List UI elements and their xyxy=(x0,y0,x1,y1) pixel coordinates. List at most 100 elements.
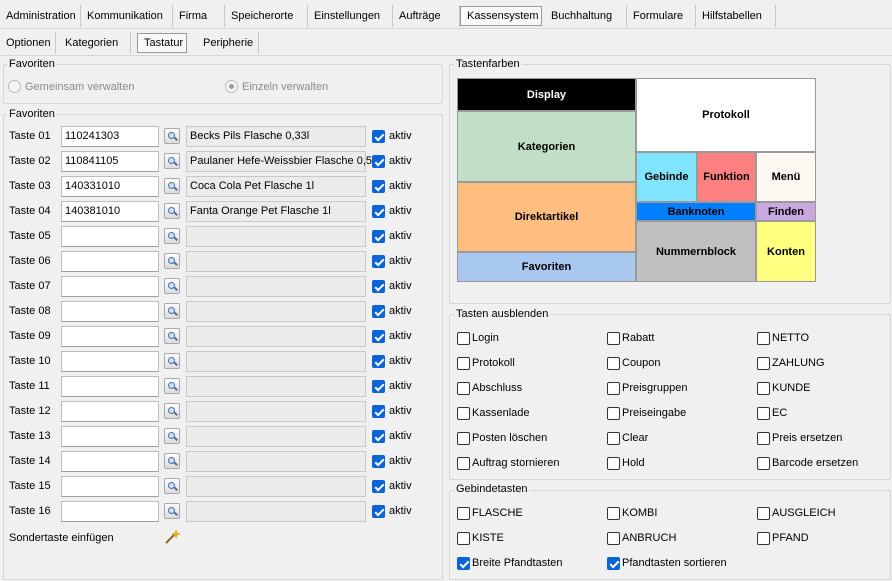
color-key-display[interactable]: Display xyxy=(457,78,636,111)
aktiv-checkbox[interactable] xyxy=(372,380,385,393)
tab-kommunikation[interactable]: Kommunikation xyxy=(81,5,173,27)
color-key-gebinde[interactable]: Gebinde xyxy=(636,152,697,202)
article-search-icon[interactable] xyxy=(164,353,180,369)
article-search-icon[interactable] xyxy=(164,278,180,294)
article-search-icon[interactable] xyxy=(164,128,180,144)
color-key-funktion[interactable]: Funktion xyxy=(697,152,756,202)
checkbox-kunde[interactable] xyxy=(757,382,770,395)
subtab-optionen[interactable]: Optionen xyxy=(0,32,56,54)
checkbox-anbruch[interactable] xyxy=(607,532,620,545)
key-code-input[interactable] xyxy=(61,276,159,297)
key-code-input[interactable]: 140381010 xyxy=(61,201,159,222)
article-search-icon[interactable] xyxy=(164,428,180,444)
checkbox-netto[interactable] xyxy=(757,332,770,345)
key-code-input[interactable] xyxy=(61,351,159,372)
color-key-direktartikel[interactable]: Direktartikel xyxy=(457,182,636,252)
aktiv-checkbox[interactable] xyxy=(372,230,385,243)
key-code-input[interactable] xyxy=(61,476,159,497)
checkbox-kombi[interactable] xyxy=(607,507,620,520)
checkbox-pfandtasten-sortieren[interactable] xyxy=(607,557,620,570)
aktiv-checkbox[interactable] xyxy=(372,205,385,218)
aktiv-checkbox[interactable] xyxy=(372,480,385,493)
key-code-input[interactable] xyxy=(61,426,159,447)
aktiv-checkbox[interactable] xyxy=(372,130,385,143)
checkbox-zahlung[interactable] xyxy=(757,357,770,370)
tab-kassensystem[interactable]: Kassensystem xyxy=(460,6,542,26)
key-code-input[interactable] xyxy=(61,251,159,272)
key-code-input[interactable] xyxy=(61,326,159,347)
checkbox-ausgleich[interactable] xyxy=(757,507,770,520)
color-key-menu[interactable]: Menü xyxy=(756,152,816,202)
subtab-peripherie[interactable]: Peripherie xyxy=(197,32,259,54)
aktiv-checkbox[interactable] xyxy=(372,405,385,418)
key-code-input[interactable] xyxy=(61,501,159,522)
checkbox-kassenlade[interactable] xyxy=(457,407,470,420)
tab-speicherorte[interactable]: Speicherorte xyxy=(225,5,308,27)
checkbox-clear[interactable] xyxy=(607,432,620,445)
color-key-kategorien[interactable]: Kategorien xyxy=(457,111,636,182)
key-code-input[interactable] xyxy=(61,401,159,422)
tab-buchhaltung[interactable]: Buchhaltung xyxy=(545,5,627,27)
key-code-input[interactable] xyxy=(61,301,159,322)
key-code-input[interactable] xyxy=(61,451,159,472)
aktiv-checkbox[interactable] xyxy=(372,455,385,468)
checkbox-rabatt[interactable] xyxy=(607,332,620,345)
subtab-kategorien[interactable]: Kategorien xyxy=(59,32,131,54)
checkbox-ec[interactable] xyxy=(757,407,770,420)
aktiv-checkbox[interactable] xyxy=(372,280,385,293)
checkbox-preis-ersetzen[interactable] xyxy=(757,432,770,445)
tab-auftraege[interactable]: Aufträge xyxy=(393,5,460,27)
aktiv-checkbox[interactable] xyxy=(372,355,385,368)
checkbox-login[interactable] xyxy=(457,332,470,345)
article-search-icon[interactable] xyxy=(164,453,180,469)
tab-administration[interactable]: Administration xyxy=(0,5,81,27)
article-search-icon[interactable] xyxy=(164,203,180,219)
radio-gemeinsam-verwalten[interactable]: Gemeinsam verwalten xyxy=(8,80,134,93)
color-key-protokoll[interactable]: Protokoll xyxy=(636,78,816,152)
key-code-input[interactable]: 110841105 xyxy=(61,151,159,172)
checkbox-flasche[interactable] xyxy=(457,507,470,520)
article-search-icon[interactable] xyxy=(164,153,180,169)
tab-einstellungen[interactable]: Einstellungen xyxy=(308,5,393,27)
magic-wand-icon[interactable] xyxy=(164,529,181,545)
aktiv-checkbox[interactable] xyxy=(372,155,385,168)
checkbox-coupon[interactable] xyxy=(607,357,620,370)
checkbox-preiseingabe[interactable] xyxy=(607,407,620,420)
checkbox-preisgruppen[interactable] xyxy=(607,382,620,395)
aktiv-checkbox[interactable] xyxy=(372,180,385,193)
tab-firma[interactable]: Firma xyxy=(173,5,225,27)
color-key-banknoten[interactable]: Banknoten xyxy=(636,202,756,221)
article-search-icon[interactable] xyxy=(164,228,180,244)
key-code-input[interactable] xyxy=(61,376,159,397)
aktiv-checkbox[interactable] xyxy=(372,305,385,318)
checkbox-protokoll[interactable] xyxy=(457,357,470,370)
article-search-icon[interactable] xyxy=(164,378,180,394)
article-search-icon[interactable] xyxy=(164,403,180,419)
article-search-icon[interactable] xyxy=(164,503,180,519)
radio-einzeln-verwalten[interactable]: Einzeln verwalten xyxy=(225,80,328,93)
article-search-icon[interactable] xyxy=(164,303,180,319)
color-key-nummernblock[interactable]: Nummernblock xyxy=(636,221,756,282)
color-key-konten[interactable]: Konten xyxy=(756,221,816,282)
tab-formulare[interactable]: Formulare xyxy=(627,5,696,27)
article-search-icon[interactable] xyxy=(164,478,180,494)
checkbox-hold[interactable] xyxy=(607,457,620,470)
key-code-input[interactable]: 110241303 xyxy=(61,126,159,147)
key-code-input[interactable]: 140331010 xyxy=(61,176,159,197)
checkbox-pfand[interactable] xyxy=(757,532,770,545)
subtab-tastatur[interactable]: Tastatur xyxy=(137,33,187,53)
aktiv-checkbox[interactable] xyxy=(372,255,385,268)
aktiv-checkbox[interactable] xyxy=(372,330,385,343)
color-key-finden[interactable]: Finden xyxy=(756,202,816,221)
checkbox-kiste[interactable] xyxy=(457,532,470,545)
checkbox-posten-loeschen[interactable] xyxy=(457,432,470,445)
article-search-icon[interactable] xyxy=(164,328,180,344)
tab-hilfstabellen[interactable]: Hilfstabellen xyxy=(696,5,776,27)
article-search-icon[interactable] xyxy=(164,253,180,269)
checkbox-auftrag-stornieren[interactable] xyxy=(457,457,470,470)
aktiv-checkbox[interactable] xyxy=(372,505,385,518)
key-code-input[interactable] xyxy=(61,226,159,247)
checkbox-barcode-ersetzen[interactable] xyxy=(757,457,770,470)
checkbox-breite-pfandtasten[interactable] xyxy=(457,557,470,570)
aktiv-checkbox[interactable] xyxy=(372,430,385,443)
